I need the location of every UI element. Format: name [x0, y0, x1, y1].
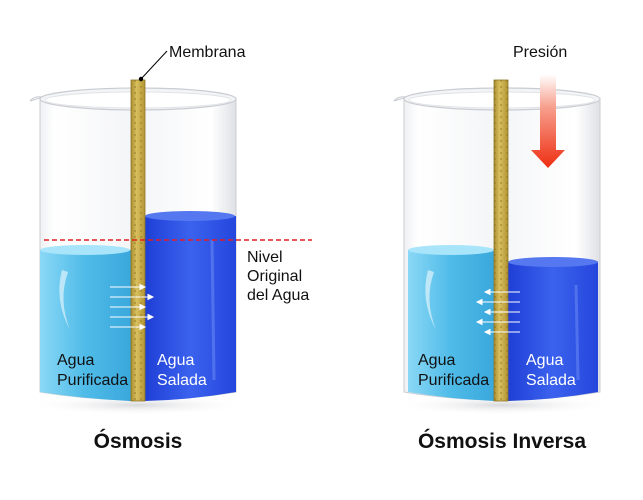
membrane-left	[130, 79, 146, 402]
salt-label-line-1: Agua	[157, 352, 194, 369]
purified-label-line-2: Purificada	[418, 372, 489, 389]
membrane-leader-dot	[138, 76, 144, 82]
salt-water-right	[508, 257, 598, 401]
reverse-osmosis-panel: Presión Agua Purificada Agua Salada Ósmo…	[390, 44, 614, 453]
beaker-shadow	[26, 395, 250, 415]
salt-label-line-2: Salada	[526, 372, 576, 389]
water-highlight	[59, 270, 70, 330]
membrane-label: Membrana	[169, 44, 246, 61]
membrane-right	[493, 79, 509, 402]
purified-label-line-2: Purificada	[57, 372, 128, 389]
membrane-leader-line	[140, 50, 168, 80]
purified-label-line-1: Agua	[57, 352, 94, 369]
reverse-osmosis-title: Ósmosis Inversa	[418, 429, 586, 453]
beaker-shadow	[390, 395, 614, 415]
reverse-flow-arrows	[475, 288, 520, 336]
purified-water-right	[408, 245, 494, 401]
level-label-line-3: del Agua	[247, 287, 309, 304]
salt-label-line-1: Agua	[526, 352, 563, 369]
salt-label-line-2: Salada	[157, 372, 207, 389]
level-label-line-1: Nivel	[247, 249, 283, 266]
pressure-arrow-icon	[531, 74, 565, 168]
water-highlight	[425, 270, 436, 330]
pressure-label: Presión	[513, 44, 567, 61]
salt-water-left	[145, 211, 236, 401]
level-label-line-2: Original	[247, 268, 302, 285]
osmosis-title: Ósmosis	[94, 429, 183, 453]
purified-water-left	[40, 245, 131, 401]
osmosis-panel: Membrana Nivel Original del Agua Agua Pu…	[26, 44, 312, 453]
osmosis-flow-arrows	[110, 283, 155, 331]
purified-label-line-1: Agua	[418, 352, 455, 369]
